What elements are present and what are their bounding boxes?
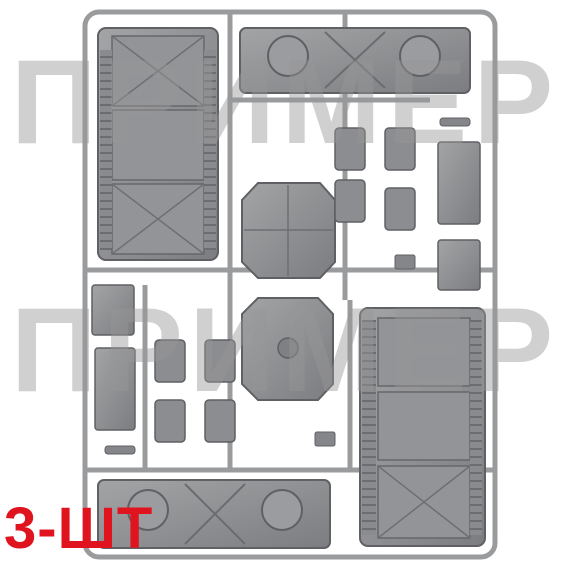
plates-left bbox=[91, 284, 136, 431]
panel-bottom bbox=[97, 479, 331, 549]
plates-right bbox=[437, 141, 481, 291]
quantity-badge: 3-ШТ bbox=[4, 496, 154, 561]
small-bits bbox=[104, 117, 471, 455]
barrels-lower bbox=[154, 339, 236, 443]
container-right bbox=[359, 307, 486, 547]
panel-top bbox=[239, 27, 471, 94]
barrels-upper bbox=[334, 127, 416, 231]
hatch-lower bbox=[241, 297, 334, 401]
hatch-upper bbox=[241, 182, 336, 279]
container-left bbox=[97, 27, 219, 261]
